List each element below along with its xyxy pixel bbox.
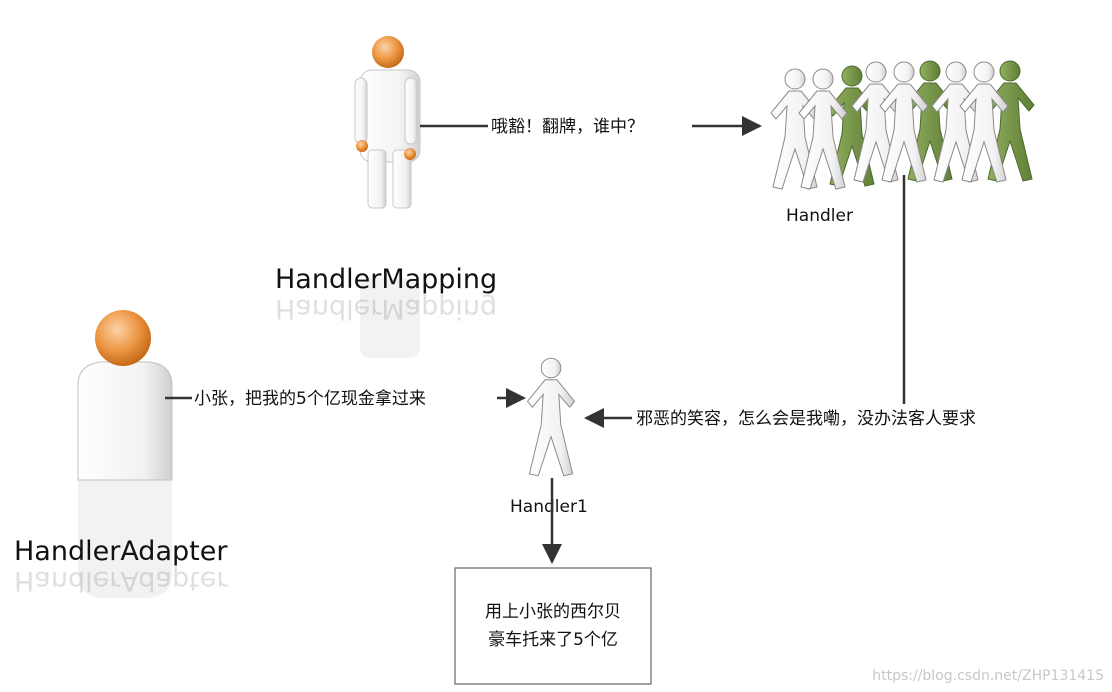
watermark: https://blog.csdn.net/ZHP131415	[872, 668, 1104, 684]
result-box: 用上小张的西尔贝 豪车托来了5个亿	[454, 567, 652, 685]
handler-adapter-label: HandlerAdapter	[14, 536, 228, 567]
handler-adapter-label-reflection: HandlerAdapter	[14, 565, 228, 596]
result-line-1: 用上小张的西尔贝	[485, 602, 621, 622]
result-line-2: 豪车托来了5个亿	[488, 629, 618, 650]
handler-mapping-figure	[354, 36, 421, 358]
handler-mapping-label-reflection: HandlerMapping	[275, 293, 497, 324]
mapping-message: 哦豁！翻牌，谁中？	[491, 117, 644, 137]
handler1-figure	[526, 357, 576, 477]
handler1-label: Handler1	[510, 497, 588, 517]
handler-mapping-label: HandlerMapping	[275, 264, 497, 295]
handler-label: Handler	[786, 206, 853, 226]
handler-crowd	[770, 60, 1035, 190]
handler-adapter-figure	[77, 310, 173, 598]
adapter-head	[95, 310, 151, 366]
adapter-message: 小张，把我的5个亿现金拿过来	[194, 388, 426, 409]
handler-message: 邪恶的笑容，怎么会是我嘞，没办法客人要求	[636, 409, 976, 429]
crowd-white-figure-2	[798, 68, 848, 190]
mapping-head	[372, 36, 404, 68]
